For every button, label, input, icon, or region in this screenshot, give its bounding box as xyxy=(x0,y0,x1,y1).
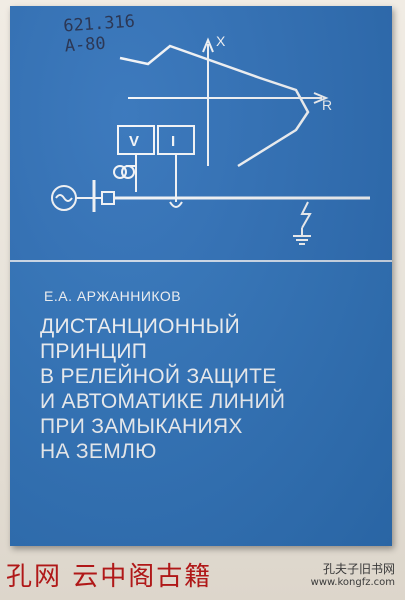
cover-diagram: X R V I xyxy=(51,33,370,245)
cover-divider-line xyxy=(10,260,392,262)
title-line: В РЕЛЕЙНОЙ ЗАЩИТЕ xyxy=(40,365,277,388)
title-line: ПРИНЦИП xyxy=(40,340,148,363)
book-title: ДИСТАНЦИОННЫЙ ПРИНЦИП В РЕЛЕЙНОЙ ЗАЩИТЕ … xyxy=(40,314,380,464)
book-cover: X R V I 621.316 A-80 Е.А. АРЖАННИКОВ ДИС… xyxy=(10,6,392,546)
current-relay-box xyxy=(157,125,195,155)
watermark-url: www.kongfz.com xyxy=(310,577,395,588)
current-transformer-coil xyxy=(169,201,183,208)
title-line: ДИСТАНЦИОННЫЙ xyxy=(40,315,240,338)
r-axis-arrow xyxy=(313,92,329,104)
current-relay-label: I xyxy=(171,133,175,150)
impedance-characteristic-curve xyxy=(119,44,310,168)
library-shelf-mark: 621.316 A-80 xyxy=(63,12,137,57)
cover-lower-panel xyxy=(10,262,392,546)
title-line: НА ЗЕМЛЮ xyxy=(40,440,157,463)
watermark-site-name: 孔夫子旧书网 xyxy=(322,562,395,576)
x-axis-label: X xyxy=(216,33,226,49)
x-axis-arrow xyxy=(202,37,214,53)
transformer-coil-2 xyxy=(121,165,135,179)
generator-symbol xyxy=(55,194,73,202)
breaker-box xyxy=(101,191,115,205)
transformer-coil-1 xyxy=(113,165,127,179)
watermark-left: 孔网 云中阁古籍 xyxy=(6,562,213,592)
watermark-right: 孔夫子旧书网 www.kongfz.com xyxy=(311,560,395,588)
voltage-relay-label: V xyxy=(129,133,139,150)
fault-lightning-symbol xyxy=(300,201,312,229)
author-name: Е.А. АРЖАННИКОВ xyxy=(44,288,182,304)
title-line: И АВТОМАТИКЕ ЛИНИЙ xyxy=(40,390,286,413)
title-line: ПРИ ЗАМЫКАНИЯХ xyxy=(40,415,243,438)
r-axis-label: R xyxy=(322,97,332,113)
